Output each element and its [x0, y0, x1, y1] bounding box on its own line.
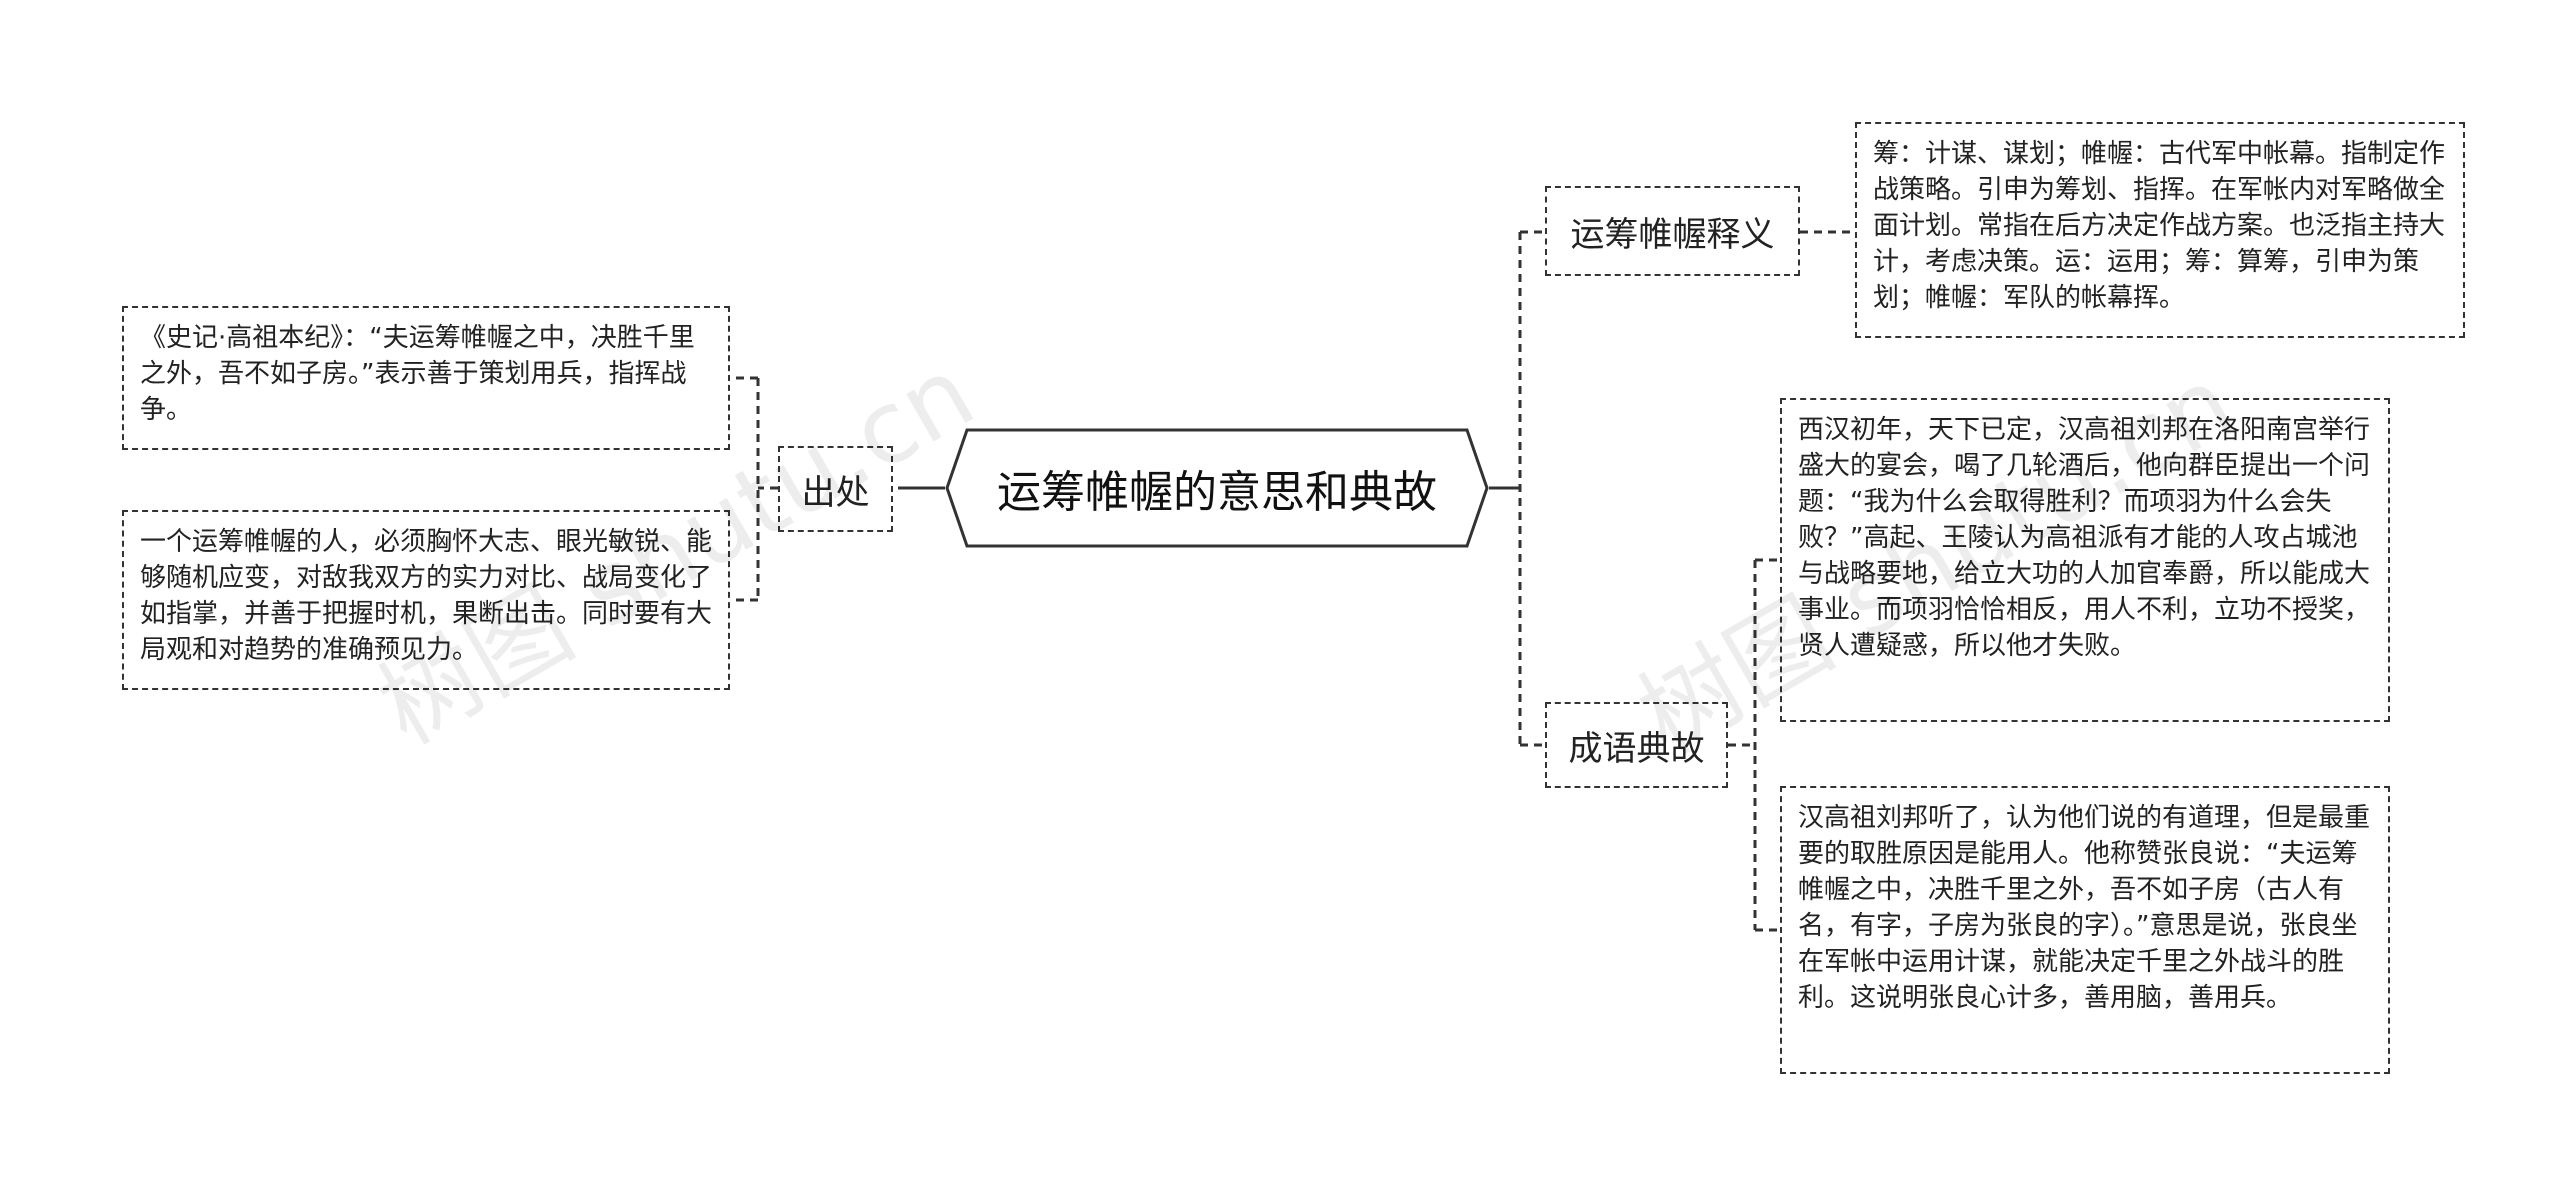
leaf-diangu-story-part2-text: 汉高祖刘邦听了，认为他们说的有道理，但是最重要的取胜原因是能用人。他称赞张良说：… [1798, 803, 2371, 1013]
branch-shiyi[interactable]: 运筹帷幄释义 [1545, 186, 1800, 276]
branch-shiyi-label: 运筹帷幄释义 [1570, 214, 1775, 255]
root-title: 运筹帷幄的意思和典故 [997, 467, 1437, 518]
leaf-chuchu-source-text: 《史记·高祖本纪》：“夫运筹帷幄之中，决胜千里之外，吾不如子房。”表示善于策划用… [140, 323, 695, 425]
leaf-diangu-story-part1-text: 西汉初年，天下已定，汉高祖刘邦在洛阳南宫举行盛大的宴会，喝了几轮酒后，他向群臣提… [1798, 415, 2371, 661]
leaf-diangu-story-part2[interactable]: 汉高祖刘邦听了，认为他们说的有道理，但是最重要的取胜原因是能用人。他称赞张良说：… [1780, 786, 2390, 1074]
branch-chuchu-label: 出处 [801, 472, 870, 513]
branch-diangu[interactable]: 成语典故 [1545, 702, 1728, 788]
leaf-chuchu-description-text: 一个运筹帷幄的人，必须胸怀大志、眼光敏锐、能够随机应变，对敌我双方的实力对比、战… [140, 527, 713, 665]
leaf-diangu-story-part1[interactable]: 西汉初年，天下已定，汉高祖刘邦在洛阳南宫举行盛大的宴会，喝了几轮酒后，他向群臣提… [1780, 398, 2390, 722]
branch-chuchu[interactable]: 出处 [778, 446, 893, 532]
leaf-shiyi-definition[interactable]: 筹：计谋、谋划；帷幄：古代军中帐幕。指制定作战策略。引申为筹划、指挥。在军帐内对… [1855, 122, 2465, 338]
leaf-shiyi-definition-text: 筹：计谋、谋划；帷幄：古代军中帐幕。指制定作战策略。引申为筹划、指挥。在军帐内对… [1873, 139, 2446, 313]
root-node[interactable]: 运筹帷幄的意思和典故 [945, 428, 1489, 548]
root-hexagon-shape [945, 428, 1489, 548]
leaf-chuchu-description[interactable]: 一个运筹帷幄的人，必须胸怀大志、眼光敏锐、能够随机应变，对敌我双方的实力对比、战… [122, 510, 730, 690]
branch-diangu-label: 成语典故 [1568, 728, 1705, 769]
leaf-chuchu-source[interactable]: 《史记·高祖本纪》：“夫运筹帷幄之中，决胜千里之外，吾不如子房。”表示善于策划用… [122, 306, 730, 450]
